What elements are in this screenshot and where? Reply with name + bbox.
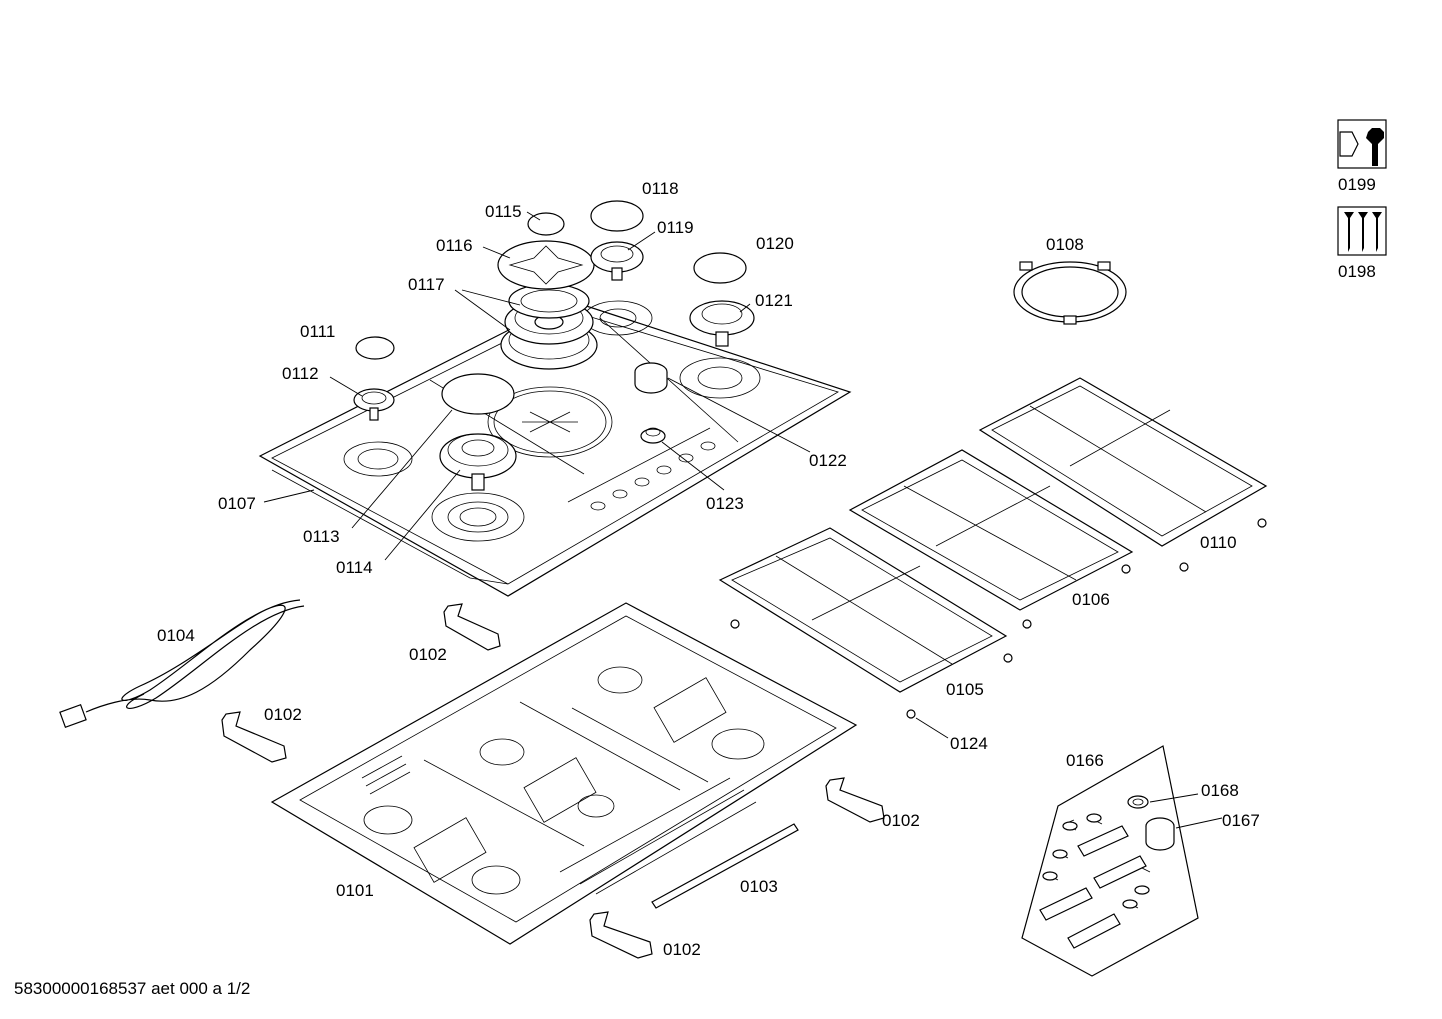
pan-support-0105 (718, 527, 1008, 693)
label-0111: 0111 (300, 322, 335, 341)
pan-support-0110 (978, 377, 1268, 547)
label-0110: 0110 (1200, 533, 1237, 552)
label-0107: 0107 (218, 494, 256, 513)
accessory-bag-0166 (1021, 745, 1199, 977)
label-0102-a: 0102 (409, 645, 447, 664)
label-0119: 0119 (657, 218, 694, 237)
label-0101: 0101 (336, 881, 374, 900)
label-0113: 0113 (303, 527, 340, 546)
screws-icon (1337, 206, 1387, 256)
clamp-0102-c (825, 777, 885, 823)
rubber-feet (730, 518, 1267, 719)
burner-0121 (689, 300, 755, 347)
label-0198: 0198 (1338, 262, 1376, 281)
document-id: 58300000168537 aet 000 a 1/2 (14, 979, 251, 998)
power-cable-0104 (59, 599, 305, 729)
label-0102-d: 0102 (663, 940, 701, 959)
label-0102-c: 0102 (882, 811, 920, 830)
label-0122: 0122 (809, 451, 847, 470)
wok-ring-0108 (1013, 261, 1127, 325)
label-0115: 0115 (485, 202, 522, 221)
label-0121: 0121 (755, 291, 793, 310)
cap-0113 (441, 373, 515, 415)
cap-0111 (355, 336, 395, 360)
label-0120: 0120 (756, 234, 794, 253)
cooktop-top-plate (258, 299, 852, 597)
label-0168: 0168 (1201, 781, 1239, 800)
label-0104: 0104 (157, 626, 195, 645)
label-0108: 0108 (1046, 235, 1084, 254)
clamp-0102-b (221, 711, 287, 763)
knob-0122 (634, 362, 668, 394)
burner-0112 (353, 388, 395, 421)
wrench-nut-icon (1337, 119, 1387, 169)
cap-0120 (693, 252, 747, 284)
clamp-0102-d (589, 911, 653, 959)
seal-strip-0103 (651, 823, 799, 909)
cross-cap-0116 (497, 240, 595, 290)
label-0123: 0123 (706, 494, 744, 513)
label-0117: 0117 (408, 275, 445, 294)
label-0102-b: 0102 (264, 705, 302, 724)
cap-0118 (590, 200, 644, 232)
bag-clamps (1039, 825, 1147, 949)
bag-screws (1042, 813, 1151, 909)
pan-support-0106 (848, 449, 1134, 611)
label-0105: 0105 (946, 680, 984, 699)
wok-burner-0117 (500, 283, 598, 370)
label-0167: 0167 (1222, 811, 1260, 830)
gas-fitting-0167 (1145, 817, 1175, 851)
nut-0168 (1127, 795, 1149, 809)
label-0118: 0118 (642, 179, 679, 198)
knob-0123 (640, 427, 666, 444)
leader-lines (263, 211, 1223, 829)
label-0166: 0166 (1066, 751, 1104, 770)
label-0106: 0106 (1072, 590, 1110, 609)
clamp-0102-a (443, 603, 501, 651)
burner-0114 (439, 433, 517, 491)
part-labels: 0199 0198 0118 0115 0119 0116 0120 0108 … (157, 175, 1376, 959)
label-0116: 0116 (436, 236, 473, 255)
bottom-tray-0101 (270, 602, 858, 945)
label-0114: 0114 (336, 558, 373, 577)
label-0112: 0112 (282, 364, 319, 383)
label-0103: 0103 (740, 877, 778, 896)
label-0199: 0199 (1338, 175, 1376, 194)
label-0124: 0124 (950, 734, 988, 753)
burner-0119 (590, 241, 644, 281)
